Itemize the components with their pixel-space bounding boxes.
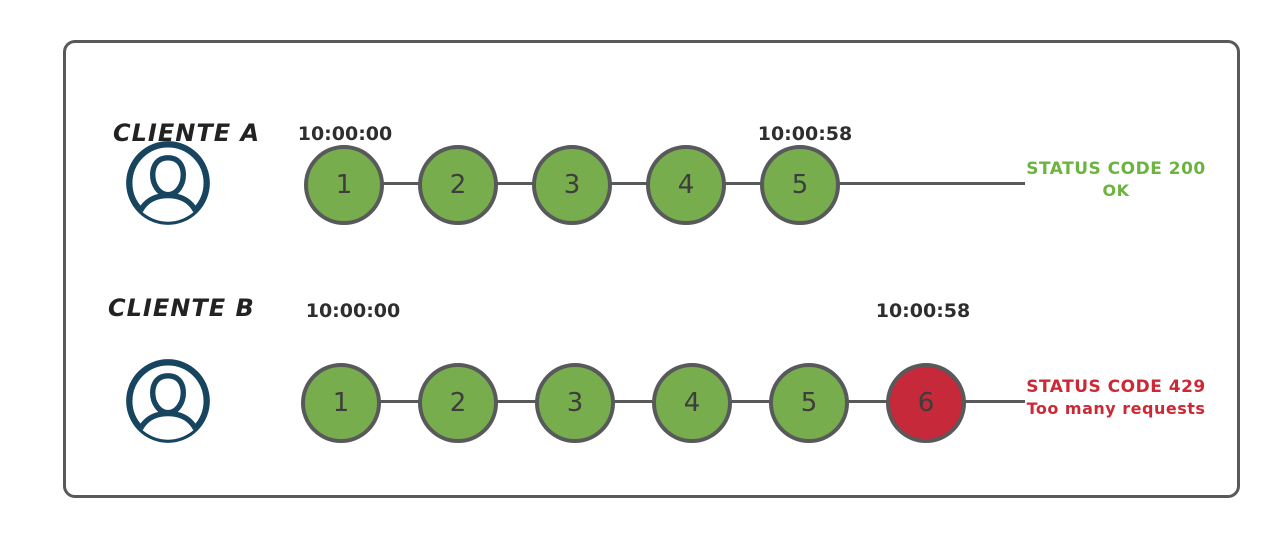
user-avatar-icon bbox=[126, 141, 210, 225]
request-circle: 4 bbox=[652, 363, 732, 443]
outer-frame: CLIENTE A 10:00:00 10:00:58 1 2 3 4 5 ST… bbox=[63, 40, 1240, 498]
client-a-label: CLIENTE A bbox=[113, 119, 261, 147]
client-b-status: STATUS CODE 429 Too many requests bbox=[991, 377, 1241, 419]
user-avatar-icon bbox=[126, 359, 210, 443]
client-a-end-timestamp: 10:00:58 bbox=[757, 123, 853, 145]
request-circle: 3 bbox=[532, 145, 612, 225]
client-b-start-timestamp: 10:00:00 bbox=[305, 300, 401, 322]
request-circle: 3 bbox=[535, 363, 615, 443]
request-circle-blocked: 6 bbox=[886, 363, 966, 443]
client-a-status-message: OK bbox=[1102, 181, 1130, 200]
client-b-end-timestamp: 10:00:58 bbox=[875, 300, 971, 322]
request-circle: 1 bbox=[301, 363, 381, 443]
client-a-status: STATUS CODE 200 OK bbox=[991, 159, 1241, 201]
request-circle: 5 bbox=[769, 363, 849, 443]
request-circle: 2 bbox=[418, 145, 498, 225]
client-a-status-code: STATUS CODE 200 bbox=[1026, 159, 1206, 179]
request-circle: 2 bbox=[418, 363, 498, 443]
client-a-start-timestamp: 10:00:00 bbox=[297, 123, 393, 145]
client-b-status-code: STATUS CODE 429 bbox=[1026, 377, 1206, 397]
client-b-label: CLIENTE B bbox=[108, 294, 255, 322]
client-b-status-message: Too many requests bbox=[1026, 399, 1206, 418]
request-circle: 4 bbox=[646, 145, 726, 225]
request-circle: 1 bbox=[304, 145, 384, 225]
request-circle: 5 bbox=[760, 145, 840, 225]
